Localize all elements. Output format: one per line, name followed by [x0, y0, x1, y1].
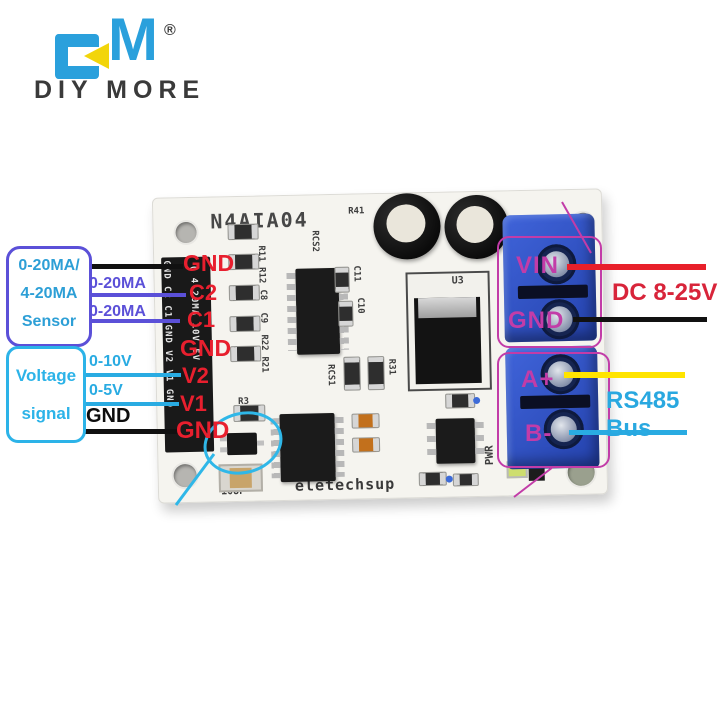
gnd-wire-top — [84, 264, 183, 269]
power-terminal-outline — [497, 236, 602, 348]
c2-current-wire — [83, 293, 186, 297]
pin-label-c1: C1 — [187, 307, 216, 332]
smd-capacitor — [352, 414, 379, 428]
smd-resistor — [230, 346, 261, 362]
silkscreen-c9: C9 — [258, 312, 269, 324]
smd-resistor — [344, 357, 360, 390]
registered-trademark-symbol: ® — [164, 22, 176, 39]
logo-m-letter: M — [108, 6, 158, 73]
pin-label-v2: V2 — [182, 363, 209, 388]
logo-triangle-icon — [84, 43, 109, 69]
smd-resistor — [229, 285, 260, 301]
silkscreen-r41: R41 — [348, 206, 365, 217]
smd-capacitor — [335, 267, 349, 292]
sensor-box-line2: 4-20MA — [20, 285, 78, 302]
c1-current-wire — [81, 319, 180, 323]
v1-range-label: 0-5V — [89, 382, 123, 399]
pin-label-gnd-3: GND — [176, 417, 230, 444]
rs485-b-wire — [569, 430, 687, 435]
silkscreen-r31: R31 — [386, 358, 397, 376]
ground-wire-label: GND — [86, 405, 131, 427]
pin-label-c2: C2 — [189, 280, 218, 305]
smd-resistor — [453, 473, 478, 486]
u3-metal-tab — [418, 296, 477, 319]
diymore-logo: M ® DIY MORE — [28, 10, 248, 111]
smd-resistor — [228, 224, 258, 240]
v2-range-label: 0-10V — [89, 353, 132, 370]
c2-range-label: 0-20MA — [89, 275, 146, 292]
terminal-label-vin: VIN — [516, 252, 560, 279]
gnd-wire-bottom — [84, 429, 179, 434]
v2-voltage-wire — [84, 373, 181, 377]
soic8-rs485-ic — [435, 418, 476, 464]
voltage-box-line2: signal — [21, 404, 71, 423]
pin-label-gnd-2: GND — [180, 335, 232, 361]
v1-voltage-wire — [84, 402, 179, 406]
brand-name: DIY MORE — [34, 76, 206, 104]
terminal-label-gnd: GND — [508, 307, 565, 334]
smd-resistor — [446, 394, 475, 408]
terminal-label-a-plus: A+ — [521, 366, 555, 393]
vin-power-wire — [567, 264, 706, 270]
gnd-power-wire — [573, 317, 707, 322]
smd-resistor — [419, 472, 446, 486]
pin-label-gnd-1: GND — [183, 250, 235, 276]
u3-power-module-outline — [405, 270, 492, 392]
dc-power-range-label: DC 8-25V — [612, 279, 718, 306]
blue-paint-dot — [445, 475, 453, 483]
silkscreen-r22: R22 — [258, 334, 270, 351]
silkscreen-pwr: PWR — [482, 445, 496, 466]
rs485-a-wire — [564, 372, 685, 378]
terminal-label-b-minus: B- — [525, 420, 553, 447]
silkscreen-c10: C10 — [354, 297, 366, 314]
voltage-box-line1: Voltage — [15, 366, 77, 385]
current-sensor-legend-box: 0-20MA/ 4-20MA Sensor — [6, 246, 92, 347]
smd-capacitor — [352, 438, 380, 452]
c1-range-label: 0-20MA — [89, 303, 146, 320]
silkscreen-r21: R21 — [259, 356, 270, 373]
silkscreen-rcs1: RCS1 — [325, 363, 336, 386]
soic16-ic-bottom — [279, 412, 336, 483]
soic16-ic-top — [295, 267, 341, 355]
silkscreen-rcs2: RCS2 — [309, 230, 321, 253]
silkscreen-c8: C8 — [257, 289, 269, 301]
sensor-box-line1: 0-20MA/ — [18, 257, 80, 274]
voltage-signal-legend-box: Voltage signal — [6, 346, 86, 443]
logo-d-icon — [55, 34, 99, 79]
smd-resistor — [368, 356, 384, 390]
smd-capacitor — [339, 301, 353, 326]
silkscreen-u3: U3 — [451, 275, 464, 287]
pin-label-v1: V1 — [180, 391, 207, 416]
electrolytic-capacitor-1 — [372, 192, 442, 261]
mounting-hole-top-left — [175, 221, 197, 244]
mounting-hole-bottom-left — [173, 463, 197, 488]
smd-resistor — [230, 316, 260, 332]
rs485-bus-label: RS485 Bus — [606, 387, 680, 442]
blue-paint-dot — [473, 396, 481, 405]
board-model-silkscreen: N4AIA04 — [210, 207, 309, 234]
silkscreen-c11: C11 — [351, 265, 362, 282]
sensor-box-line3: Sensor — [21, 313, 77, 330]
header-pin-names-silkscreen: GND C2 C1 GND V2 V1 GND — [161, 260, 175, 409]
